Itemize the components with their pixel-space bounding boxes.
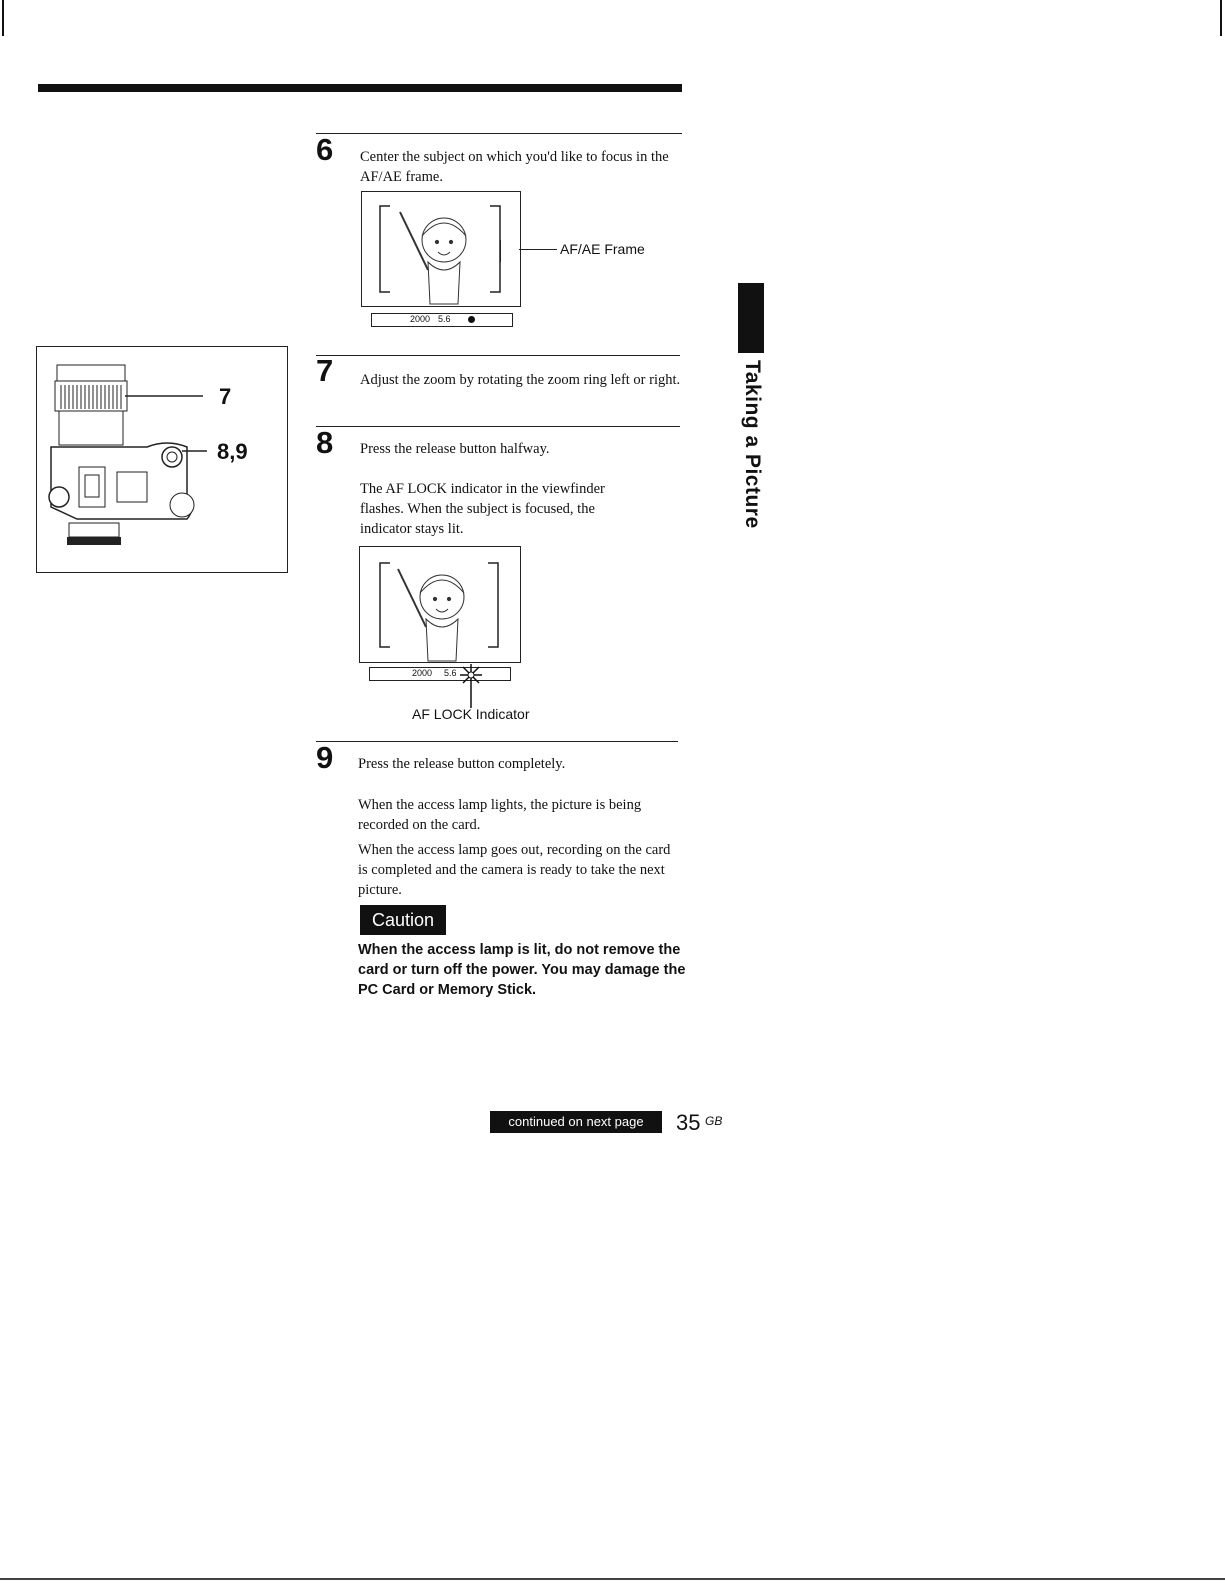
caution-badge: Caution: [360, 905, 446, 935]
continued-on-next-page-badge: continued on next page: [490, 1111, 662, 1133]
viewfinder-status-bar-2: 2000 5.6: [369, 667, 511, 681]
af-ae-frame-leader: [519, 249, 557, 250]
viewfinder-status-bar-1: 2000 5.6: [371, 313, 513, 327]
viewfinder-scene-1: [379, 205, 501, 305]
step-9-detail-1: When the access lamp lights, the picture…: [358, 797, 642, 833]
child-figure-icon-2: [397, 568, 465, 662]
aperture-readout: 5.6: [438, 314, 451, 324]
aperture-readout-2: 5.6: [444, 668, 457, 678]
zoom-ring-label: 7: [219, 384, 232, 409]
step-7-number: 7: [316, 353, 334, 388]
af-lock-dot-icon: [468, 316, 475, 323]
camera-icon: [48, 364, 207, 545]
release-button-label: 8,9: [217, 439, 248, 464]
crop-mark-right: [1220, 0, 1222, 36]
step-9-detail-2: When the access lamp goes out, recording…: [358, 842, 671, 898]
af-lock-indicator-label: AF LOCK Indicator: [412, 706, 530, 722]
viewfinder-illustration-1: [361, 191, 521, 307]
camera-top-view-illustration: 7 8,9: [36, 346, 288, 573]
viewfinder-scene-2: [379, 562, 499, 662]
section-title-vertical: Taking a Picture: [741, 360, 764, 529]
step-8-rule: [316, 426, 680, 427]
page-language-suffix: GB: [705, 1114, 723, 1128]
shutter-speed-readout-2: 2000: [412, 668, 433, 678]
step-8-detail: The AF LOCK indicator in the viewfinder …: [360, 481, 605, 537]
step-6-rule: [316, 133, 682, 134]
step-9-number: 9: [316, 740, 334, 775]
child-figure-icon: [399, 211, 467, 305]
step-6-number: 6: [316, 132, 334, 167]
step-9-rule: [316, 741, 678, 742]
af-ae-frame-tick: [500, 240, 501, 262]
page-number: 35: [676, 1110, 701, 1135]
bottom-edge-rule: [0, 1578, 1225, 1580]
crop-mark-left: [2, 0, 4, 36]
top-rule: [38, 84, 682, 92]
step-7-rule: [316, 355, 680, 356]
caution-text: When the access lamp is lit, do not remo…: [358, 942, 686, 998]
step-8-text: Press the release button halfway.: [360, 441, 550, 457]
shutter-speed-readout: 2000: [410, 314, 431, 324]
section-tab-marker: [738, 283, 764, 353]
step-9-text: Press the release button completely.: [358, 756, 566, 772]
af-ae-frame-label: AF/AE Frame: [560, 241, 645, 257]
step-7-text: Adjust the zoom by rotating the zoom rin…: [360, 372, 681, 388]
step-8-number: 8: [316, 425, 334, 460]
af-lock-indicator-icon: [460, 664, 482, 708]
step-6-text: Center the subject on which you'd like t…: [360, 149, 669, 185]
viewfinder-illustration-2: [359, 546, 521, 663]
